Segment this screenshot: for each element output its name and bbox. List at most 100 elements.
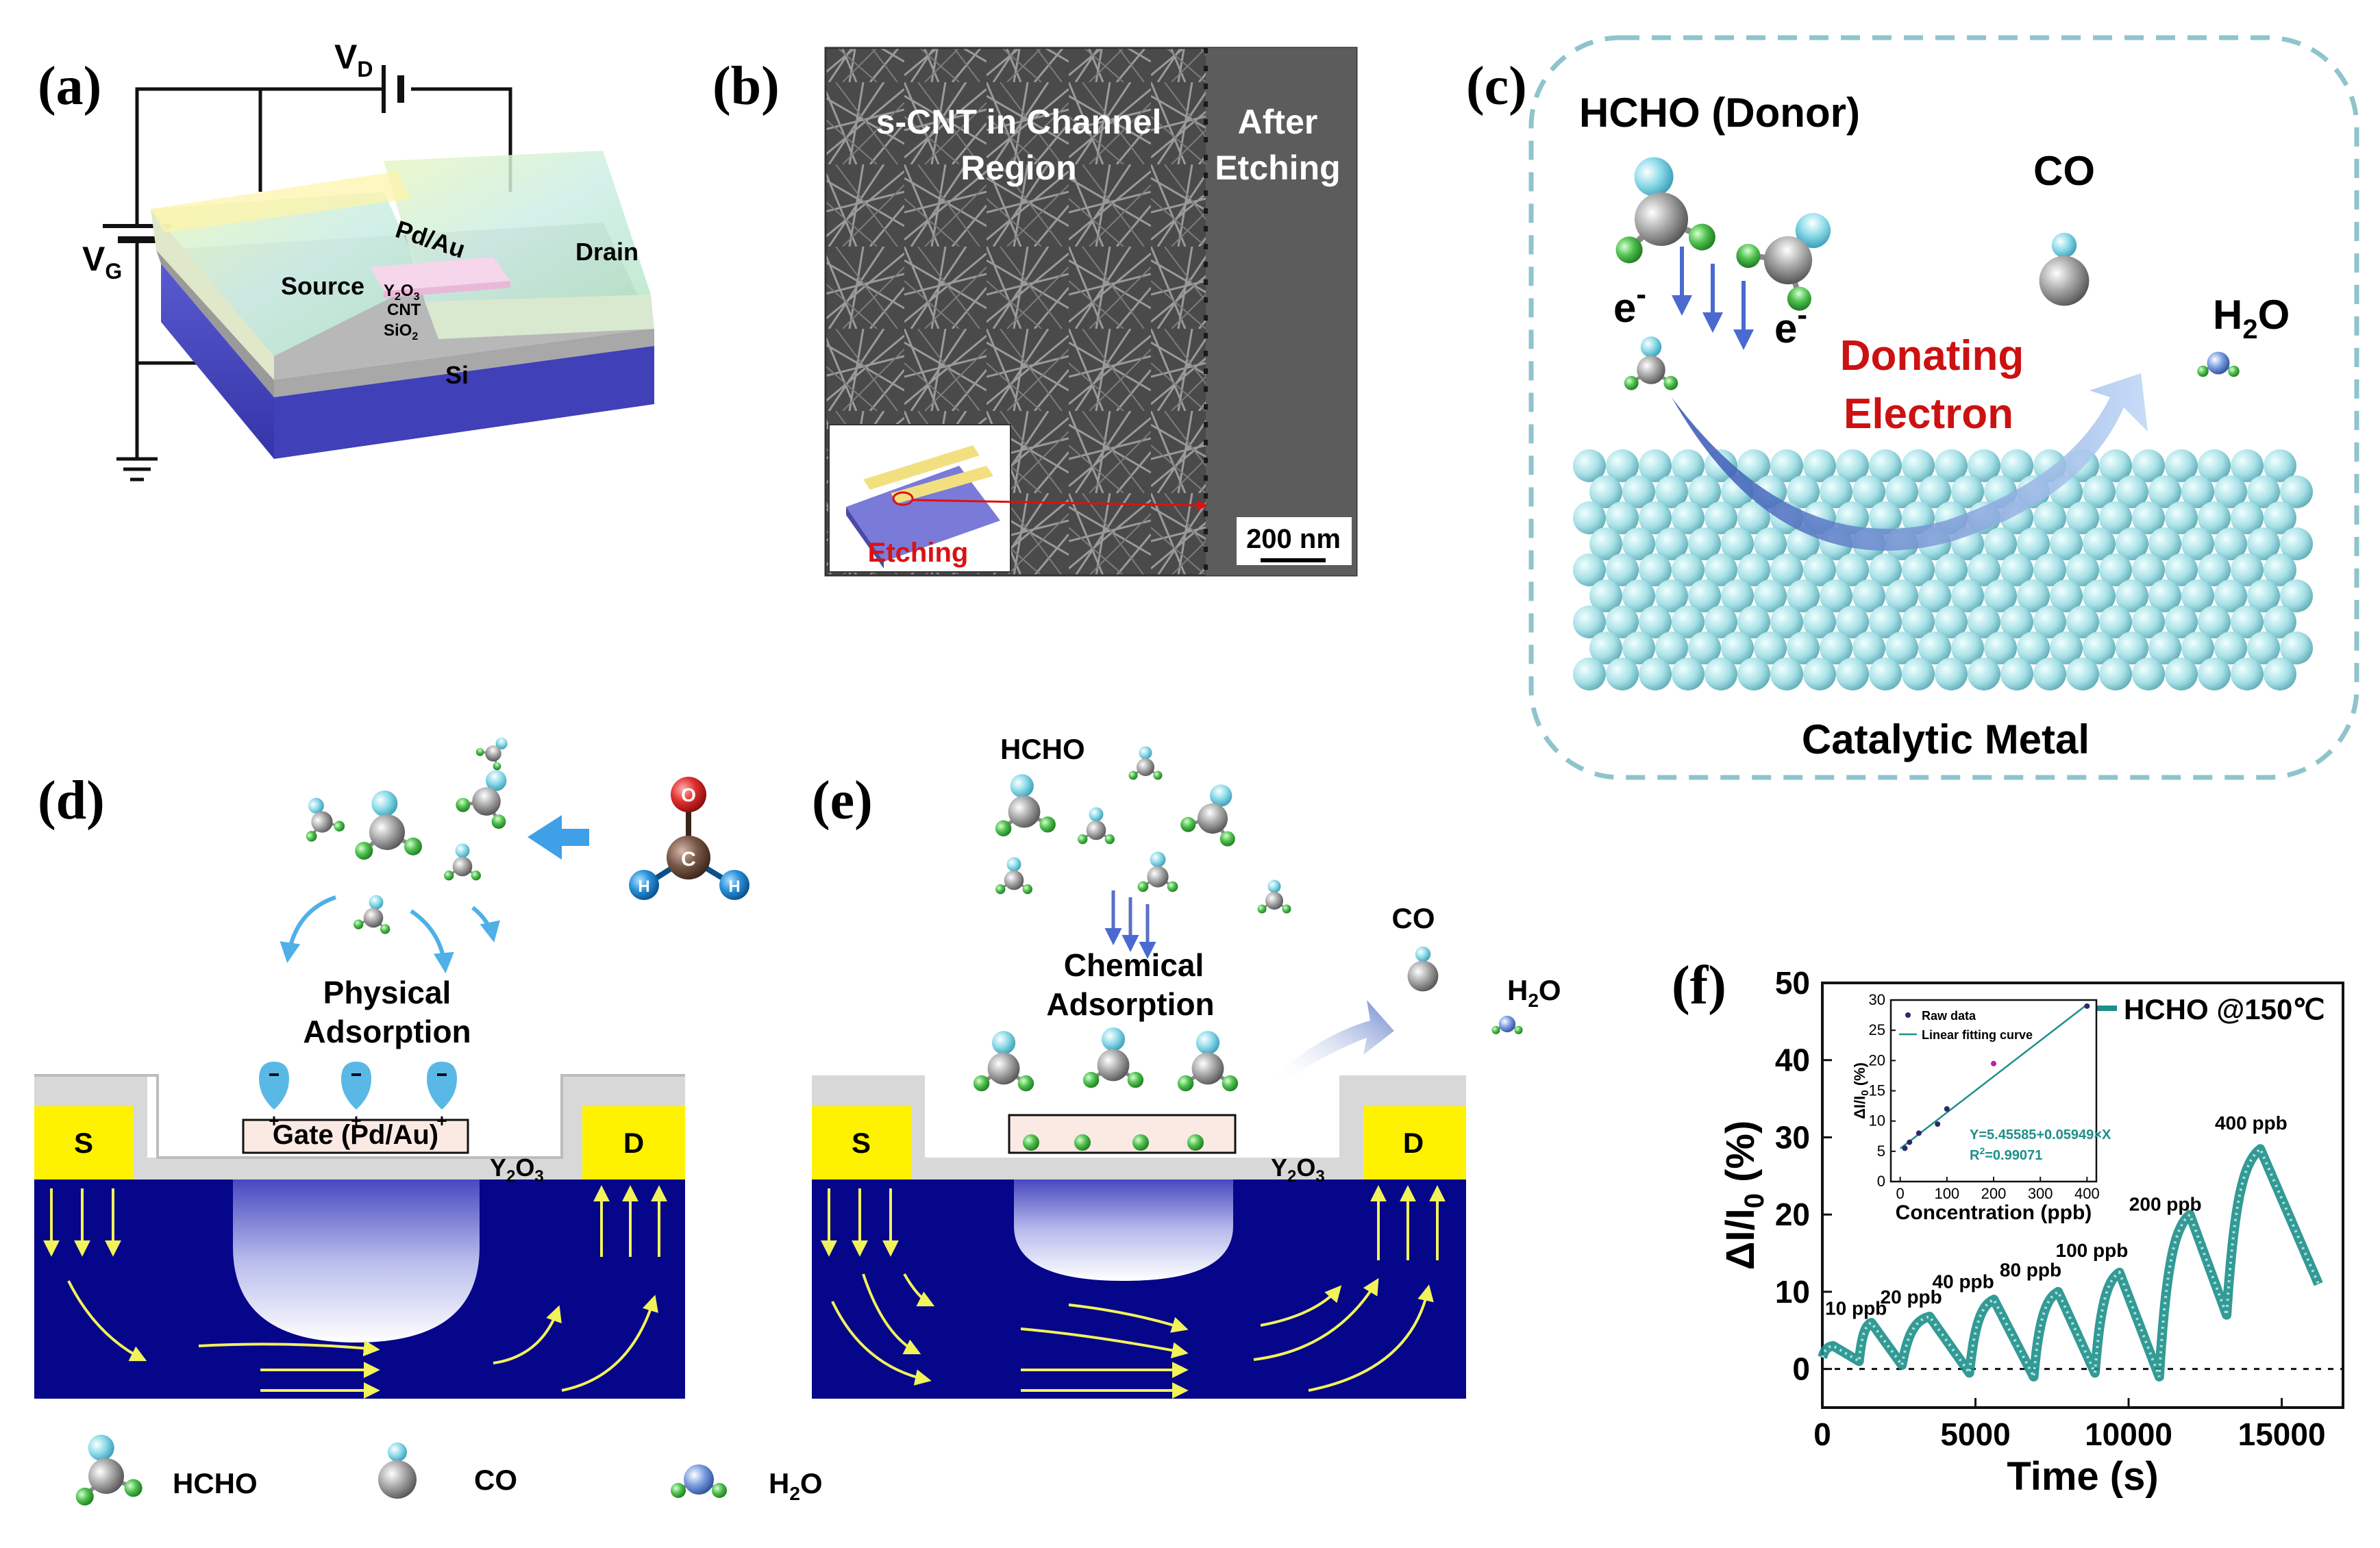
- hcho-molecule-icon: [475, 737, 508, 771]
- panel-e: (e) S D Y2O3: [812, 733, 1561, 1399]
- metal-atom: [2099, 658, 2132, 690]
- source-label: Source: [281, 272, 364, 300]
- x-tick-label: 5000: [1940, 1416, 2010, 1452]
- inset-y-tick-label: 15: [1869, 1082, 1885, 1099]
- adsorbed-atoms-e: [1023, 1134, 1204, 1151]
- metal-atom: [2280, 579, 2313, 612]
- y-tick-label: 10: [1775, 1274, 1810, 1310]
- y-tick-label: 30: [1775, 1119, 1810, 1155]
- co-molecule-icon: [378, 1443, 417, 1499]
- metal-atom: [2050, 527, 2083, 560]
- metal-atom: [1754, 527, 1787, 560]
- metal-atom: [1688, 475, 1721, 508]
- metal-atom: [1606, 449, 1639, 482]
- metal-atom: [1885, 632, 1918, 664]
- after-etching-line2: Etching: [1215, 149, 1340, 187]
- etching-inset: Etching: [828, 424, 1208, 573]
- metal-atom: [2099, 501, 2132, 534]
- metal-atom: [2181, 475, 2214, 508]
- metal-atom: [1589, 579, 1622, 612]
- metal-atom: [1852, 475, 1885, 508]
- inset-x-tick-label: 0: [1896, 1185, 1905, 1202]
- metal-atom: [1902, 606, 1935, 638]
- hcho-molecule-icon: [456, 770, 507, 829]
- metal-atom: [1836, 449, 1869, 482]
- vd-label: VD: [334, 38, 373, 82]
- metal-atom: [1655, 579, 1688, 612]
- hcho-molecule-icon: [973, 1031, 1034, 1092]
- metal-atom: [2017, 527, 2050, 560]
- metal-atom: [1836, 553, 1869, 586]
- metal-atom: [2132, 553, 2165, 586]
- metal-atom: [1589, 475, 1622, 508]
- electron-arrows: [1672, 247, 1754, 350]
- current-arrows-e: [821, 1185, 1446, 1399]
- chem-arrows-e: [1104, 890, 1156, 959]
- x-axis-label: Time (s): [2007, 1454, 2158, 1499]
- plot-frame: [1821, 982, 2344, 1409]
- metal-atom: [1573, 449, 1606, 482]
- metal-atom: [1639, 606, 1672, 638]
- concentration-annotation: 10 ppb: [1825, 1298, 1887, 1319]
- metal-atom: [2066, 501, 2099, 534]
- s-label-e: S: [852, 1127, 871, 1159]
- panel-d: (d) S D Gate (Pd/Au) Y2O3: [34, 737, 749, 1399]
- hcho-molecule-icon: [354, 895, 391, 934]
- metal-atom: [1770, 553, 1803, 586]
- fet-device-3d: [151, 151, 654, 459]
- hcho-molecule-icon: [1082, 1027, 1144, 1088]
- x-tick-label: 15000: [2238, 1416, 2326, 1452]
- x-tick-label: 0: [1813, 1416, 1831, 1452]
- metal-atom: [1935, 449, 1968, 482]
- chemical-adsorption-line2: Adsorption: [1046, 986, 1214, 1022]
- drain-label: Drain: [575, 238, 639, 266]
- metal-atom: [1688, 632, 1721, 664]
- molecules-c: [1615, 157, 2240, 390]
- scnt-title-line1: s-CNT in Channel: [876, 103, 1162, 141]
- metal-atom: [1622, 527, 1655, 560]
- hcho-molecule-icon: [1180, 784, 1235, 847]
- hcho-molecule-icon: [1177, 1031, 1239, 1092]
- vg-label: VG: [82, 240, 122, 284]
- d-label-e: D: [1403, 1127, 1424, 1159]
- metal-atom: [2132, 658, 2165, 690]
- metal-atom: [2033, 606, 2066, 638]
- inset-equation: Y=5.45585+0.05949×X: [1970, 1127, 2111, 1143]
- concentration-annotation: 100 ppb: [2056, 1240, 2129, 1261]
- metal-atom: [1639, 553, 1672, 586]
- y-tick-label: 50: [1775, 965, 1810, 1001]
- metal-atom: [2198, 501, 2231, 534]
- hcho-molecule-icon: [995, 857, 1032, 895]
- inset-y-tick-label: 25: [1869, 1021, 1885, 1038]
- metal-atom: [1918, 632, 1951, 664]
- concentration-annotation: 400 ppb: [2215, 1112, 2288, 1134]
- metal-atom: [2000, 449, 2033, 482]
- hcho-molecule-icon: [1624, 336, 1678, 390]
- concentration-annotation: 40 ppb: [1933, 1271, 1994, 1292]
- drain-electrode-d: [582, 1106, 685, 1179]
- metal-atom: [1589, 527, 1622, 560]
- metal-atom: [1902, 658, 1935, 690]
- metal-atom: [2116, 579, 2148, 612]
- donating-label-2: Electron: [1844, 390, 2013, 438]
- metal-atom: [1935, 553, 1968, 586]
- electron-label-1: e-: [1613, 277, 1646, 331]
- hcho-molecule-icon: [1736, 212, 1831, 311]
- metal-atom: [2231, 449, 2264, 482]
- inset-fit-line: [1899, 1003, 2088, 1149]
- metal-atom: [1820, 632, 1852, 664]
- hcho-molecule-icon: [306, 797, 345, 842]
- co-label-c: CO: [2033, 148, 2095, 194]
- concentration-annotation: 20 ppb: [1881, 1286, 1942, 1308]
- current-arrows-d: [43, 1185, 667, 1399]
- metal-atom: [1869, 606, 1902, 638]
- etched-region: [1206, 48, 1356, 575]
- metal-atom: [2000, 553, 2033, 586]
- metal-atom: [2083, 579, 2116, 612]
- metal-atom: [1968, 658, 2000, 690]
- inset-r2: R2=0.99071: [1970, 1145, 2042, 1163]
- metal-atom: [1968, 606, 2000, 638]
- metal-atom: [2165, 553, 2198, 586]
- concentration-annotation: 80 ppb: [2000, 1259, 2061, 1280]
